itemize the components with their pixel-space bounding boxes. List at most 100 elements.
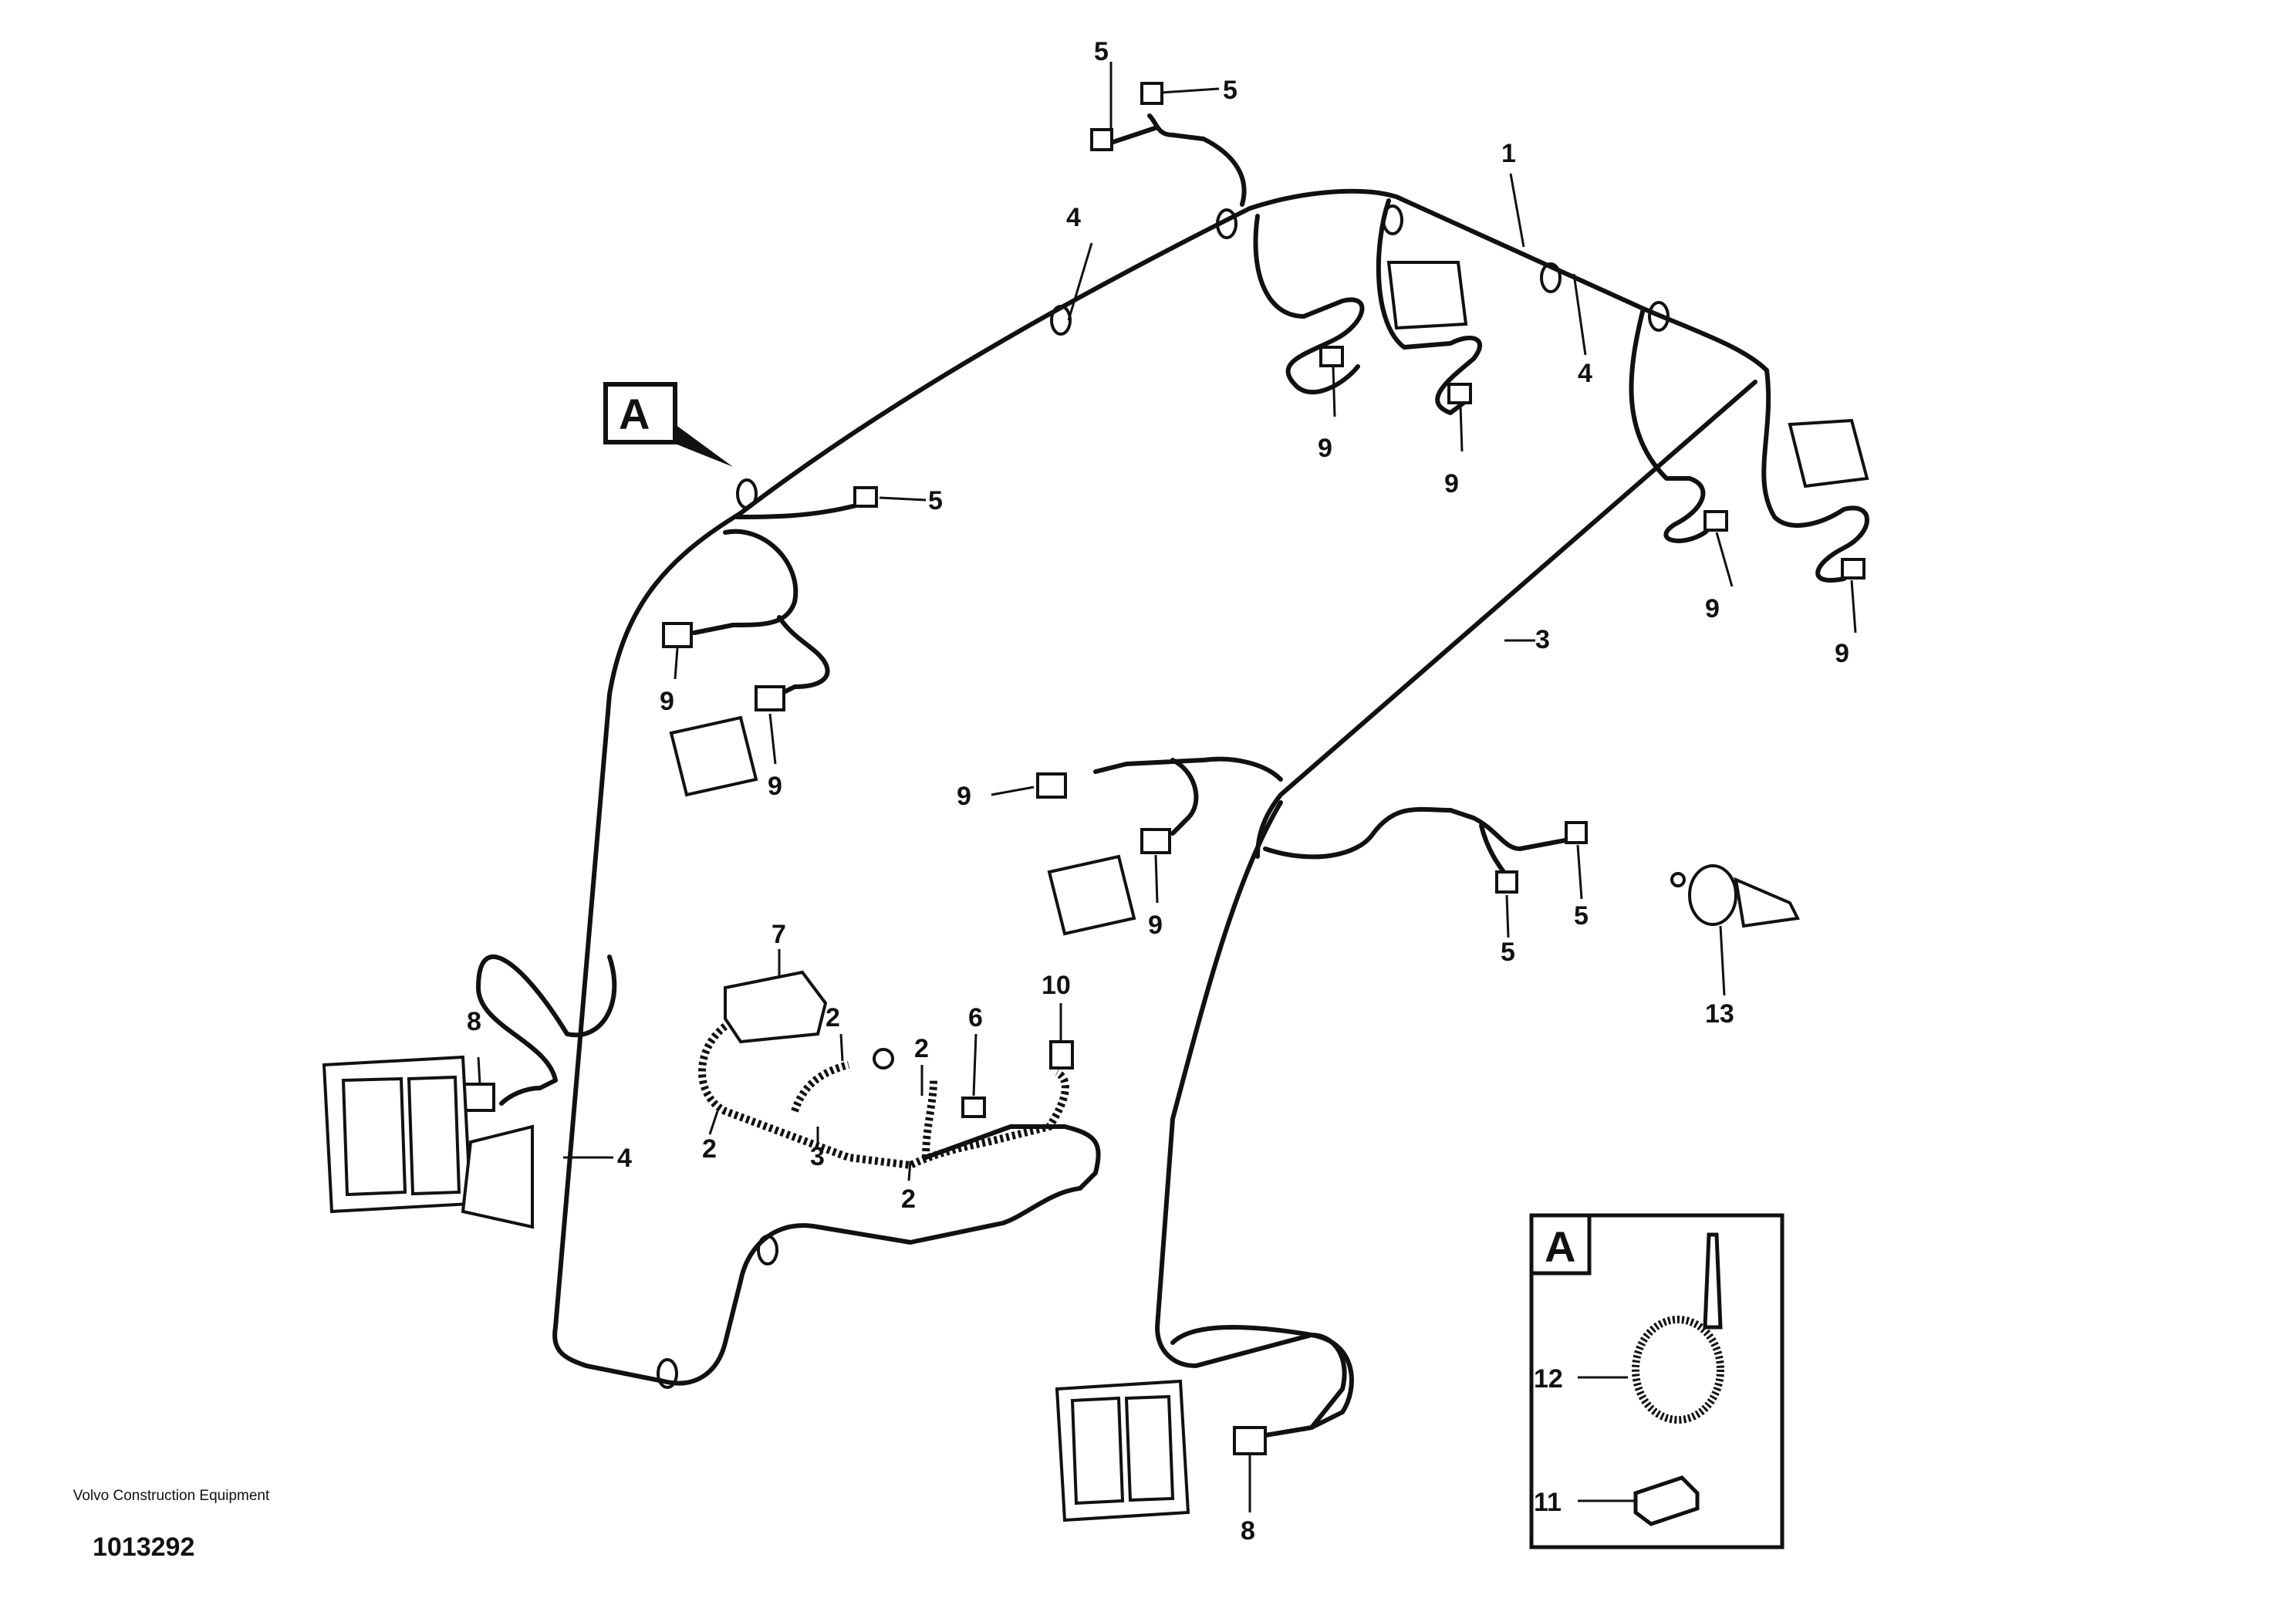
connector xyxy=(755,685,785,711)
leader-line xyxy=(1067,242,1093,321)
cable-tie xyxy=(1382,204,1403,235)
connector xyxy=(461,1083,495,1112)
branch-top-connector xyxy=(1109,113,1247,207)
callout-3: 3 xyxy=(810,1142,825,1171)
leader-line xyxy=(1505,894,1510,938)
cable-tie-detail xyxy=(1632,1316,1724,1424)
leader-line xyxy=(708,1110,719,1135)
branch-front-left-lamp xyxy=(692,529,830,697)
central-connector-block xyxy=(724,970,828,1044)
cable-tie-detail-tail xyxy=(1703,1232,1723,1330)
speaker-roof-2 xyxy=(1788,418,1869,488)
connector xyxy=(961,1097,986,1118)
leader-line xyxy=(1154,854,1159,904)
interior-lamp-left xyxy=(669,715,758,797)
manufacturer-credit: Volvo Construction Equipment xyxy=(73,1488,270,1504)
branch-left-lamp-loop xyxy=(476,954,617,1106)
callout-4: 4 xyxy=(1578,359,1592,388)
connector xyxy=(1233,1426,1267,1455)
connector xyxy=(1036,772,1067,799)
callout-5: 5 xyxy=(928,486,943,515)
leader-line xyxy=(674,647,679,680)
leader-line xyxy=(1850,580,1857,634)
callout-9: 9 xyxy=(1318,434,1332,463)
branch-roof-loop-2 xyxy=(1376,198,1482,415)
callout-7: 7 xyxy=(772,920,786,949)
detail-view-label: A xyxy=(1545,1222,1575,1271)
callout-2: 2 xyxy=(901,1184,916,1214)
branch-front-left xyxy=(734,499,874,519)
callout-9: 9 xyxy=(1705,594,1720,623)
branch-roof-loop-1 xyxy=(1253,214,1365,395)
work-lamp-front-left-lens xyxy=(341,1075,461,1197)
connector xyxy=(1140,82,1163,105)
callout-4: 4 xyxy=(1066,203,1081,232)
callout-5: 5 xyxy=(1094,37,1109,66)
leader-line xyxy=(839,1033,844,1062)
detail-marker-box xyxy=(603,382,677,444)
detail-view-label-box xyxy=(1529,1213,1592,1276)
power-socket-terminal xyxy=(1670,872,1686,887)
callout-12: 12 xyxy=(1534,1364,1563,1394)
connector xyxy=(853,486,878,508)
callout-9: 9 xyxy=(1444,469,1459,498)
interior-lamp-center xyxy=(1047,854,1136,936)
harness-roof-front xyxy=(738,188,1769,515)
leader-line xyxy=(1715,532,1734,587)
connector xyxy=(1140,828,1171,854)
leader-line xyxy=(991,786,1035,796)
branch-rear-lamp xyxy=(1170,1325,1354,1430)
spiral-bundle-branch xyxy=(791,1061,937,1158)
cable-tie xyxy=(1540,262,1562,293)
leader-line xyxy=(1160,87,1220,94)
cable-tie xyxy=(1050,305,1072,336)
callout-6: 6 xyxy=(968,1003,983,1032)
callout-11: 11 xyxy=(1534,1488,1562,1517)
leader-line xyxy=(1459,404,1464,452)
cable-tie xyxy=(657,1358,678,1389)
connector xyxy=(1319,346,1344,367)
callout-13: 13 xyxy=(1705,999,1734,1029)
clip-detail xyxy=(1633,1475,1700,1526)
leader-line xyxy=(907,1161,912,1181)
callout-10: 10 xyxy=(1042,971,1071,1000)
work-lamp-bracket xyxy=(461,1124,534,1229)
detail-marker-arrow xyxy=(675,424,733,467)
harness-floor-run xyxy=(661,1124,1101,1386)
spiral-bundle xyxy=(698,1023,1069,1170)
connector xyxy=(1495,870,1518,894)
leader-line xyxy=(768,713,777,765)
callout-2: 2 xyxy=(702,1134,717,1164)
callout-4: 4 xyxy=(617,1144,632,1173)
connector xyxy=(1841,558,1866,580)
detail-marker-label: A xyxy=(619,390,650,438)
work-lamp-rear-lens xyxy=(1070,1394,1175,1505)
cable-tie xyxy=(1648,301,1670,332)
harness-left-pillar xyxy=(552,511,743,1384)
callout-8: 8 xyxy=(467,1007,481,1036)
leader-line xyxy=(1572,273,1587,356)
callout-9: 9 xyxy=(660,687,674,716)
leader-line xyxy=(1576,844,1583,900)
callout-1: 1 xyxy=(1501,139,1516,168)
connector xyxy=(1447,383,1472,404)
callout-2: 2 xyxy=(826,1003,840,1032)
branch-roof-loop-3 xyxy=(1629,306,1715,543)
power-socket xyxy=(1688,864,1737,926)
leader-line xyxy=(1509,173,1525,248)
leader-line xyxy=(1719,925,1726,996)
ring-terminal xyxy=(873,1048,894,1070)
callout-5: 5 xyxy=(1501,938,1515,967)
branch-center xyxy=(1093,756,1283,836)
callout-8: 8 xyxy=(1241,1516,1255,1546)
callout-9: 9 xyxy=(1835,639,1849,668)
cable-tie xyxy=(1216,208,1237,239)
callout-5: 5 xyxy=(1574,901,1589,931)
connector xyxy=(1049,1040,1074,1070)
branch-right-connector xyxy=(1263,806,1584,886)
drawing-number: 1013292 xyxy=(93,1532,195,1562)
leader-line xyxy=(1332,366,1336,417)
callout-5: 5 xyxy=(1223,76,1237,105)
connector xyxy=(1090,128,1113,151)
